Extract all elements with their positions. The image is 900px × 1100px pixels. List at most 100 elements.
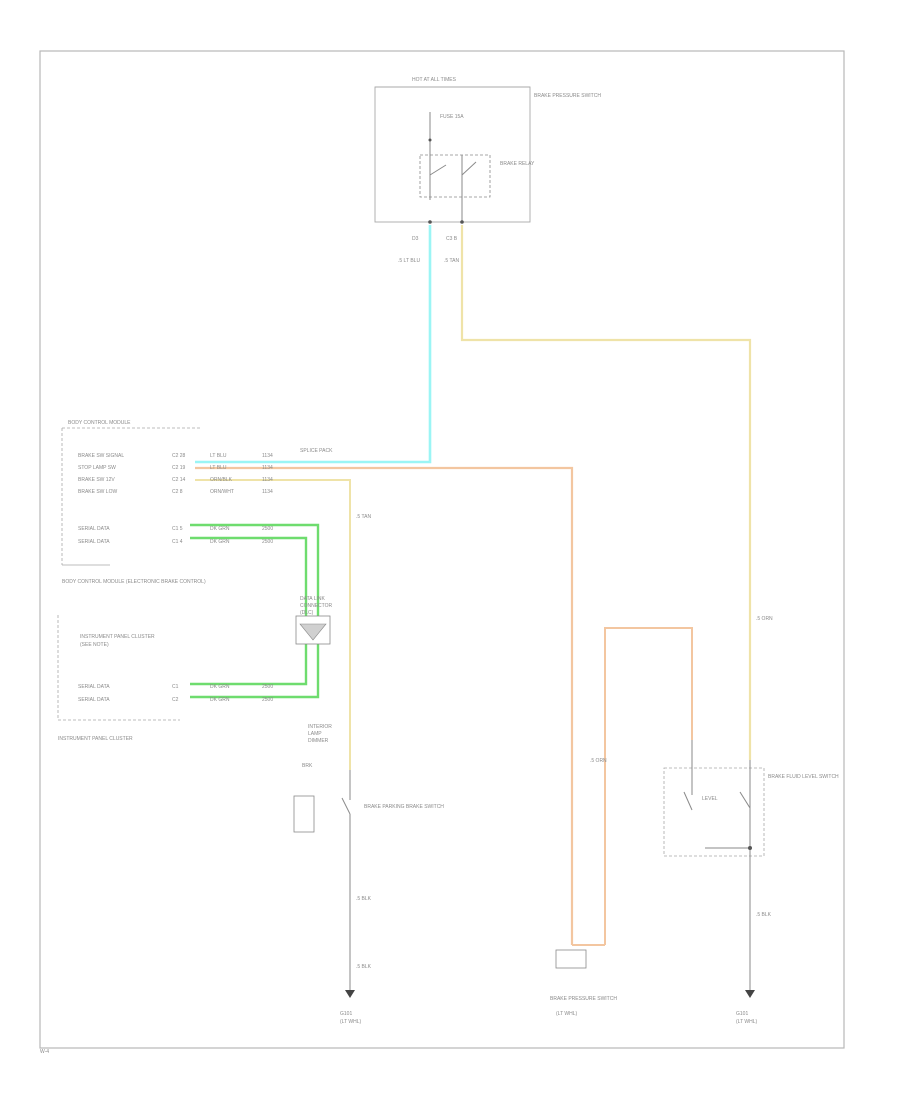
wire-tan [460, 225, 752, 760]
wire-org-right [604, 627, 693, 945]
svg-text:DK GRN: DK GRN [210, 526, 230, 532]
svg-text:DATA LINK: DATA LINK [300, 596, 325, 602]
ground-label-right: G101 (LT WHL) [736, 1011, 758, 1025]
wire-org-main [195, 466, 574, 945]
svg-text:DK GRN: DK GRN [210, 539, 230, 545]
svg-text:(LT WHL): (LT WHL) [556, 1011, 578, 1017]
bcm-bottom-label: BODY CONTROL MODULE (ELECTRONIC BRAKE CO… [62, 579, 206, 585]
svg-text:CONNECTOR: CONNECTOR [300, 603, 333, 609]
svg-text:2500: 2500 [262, 526, 273, 532]
footer-code: W-4 [40, 1049, 49, 1055]
ground-label-middle: (LT WHL) [556, 1011, 578, 1017]
wire-lt-blu [195, 225, 432, 464]
svg-text:LEVEL: LEVEL [702, 796, 718, 802]
svg-text:G101: G101 [736, 1011, 748, 1017]
bcm-row: BRAKE SW 12V C2 14 ORN/BLK 1134 [78, 477, 273, 483]
relay-fuse: FUSE 15A [440, 114, 464, 120]
svg-text:1134: 1134 [262, 453, 273, 459]
brake-fluid-level-switch: BRAKE FLUID LEVEL SWITCH LEVEL [663, 740, 839, 998]
body-control-module: BODY CONTROL MODULE BRAKE SW SIGNAL C2 2… [61, 420, 333, 585]
wire-grn-ipc-1 [190, 640, 308, 686]
relay-pin-right: C3 B [446, 236, 458, 242]
wire-label: .5 ORN [756, 616, 773, 622]
wire-label: .5 BLK [756, 912, 772, 918]
diagram-frame [39, 50, 845, 1049]
svg-text:(LT WHL): (LT WHL) [736, 1019, 758, 1025]
svg-text:1134: 1134 [262, 477, 273, 483]
ipc-title: INSTRUMENT PANEL CLUSTER [80, 634, 155, 640]
wire-label: .5 BLK [356, 896, 372, 902]
bcm-row: BRAKE SW SIGNAL C2 28 LT BLU 1134 [78, 453, 273, 459]
relay-box: HOT AT ALL TIMES BRAKE PRESSURE SWITCH F… [374, 77, 601, 264]
svg-text:2500: 2500 [262, 684, 273, 690]
svg-text:G101: G101 [340, 1011, 352, 1017]
relay-coil: BRAKE RELAY [500, 161, 535, 167]
svg-text:BRAKE PARKING BRAKE SWITCH: BRAKE PARKING BRAKE SWITCH [364, 804, 444, 810]
bcm-row: STOP LAMP SW C2 19 LT BLU 1134 [78, 465, 273, 471]
svg-text:SERIAL DATA: SERIAL DATA [78, 697, 110, 703]
svg-text:(LT WHL): (LT WHL) [340, 1019, 362, 1025]
wire-grn-bcm-1 [190, 523, 320, 620]
relay-pin-left: D3 [412, 236, 419, 242]
wire-label: .5 TAN [356, 514, 371, 520]
svg-text:C2 8: C2 8 [172, 489, 183, 495]
ground-right-icon [745, 990, 755, 998]
svg-text:ORN/WHT: ORN/WHT [210, 489, 234, 495]
svg-text:1134: 1134 [262, 465, 273, 471]
ipc-star: (SEE NOTE) [80, 642, 109, 648]
instrument-panel-cluster: INSTRUMENT PANEL CLUSTER (SEE NOTE) SERI… [57, 615, 273, 742]
svg-text:1134: 1134 [262, 489, 273, 495]
brake-pressure-switch: .5 ORN BRAKE PRESSURE SWITCH [550, 758, 617, 1002]
svg-text:DK GRN: DK GRN [210, 684, 230, 690]
svg-text:LT BLU: LT BLU [210, 453, 227, 459]
svg-text:SERIAL DATA: SERIAL DATA [78, 539, 110, 545]
bcm-data-row: SERIAL DATA C1 5 DK GRN 2500 [78, 526, 273, 532]
svg-text:C2 14: C2 14 [172, 477, 186, 483]
relay-wire-left: .5 LT BLU [398, 258, 420, 264]
svg-text:C2 28: C2 28 [172, 453, 186, 459]
wire-label: .5 BLK [356, 964, 372, 970]
bcm-row: BRAKE SW LOW C2 8 ORN/WHT 1134 [78, 489, 273, 495]
svg-text:BRK: BRK [302, 763, 313, 769]
svg-text:SERIAL DATA: SERIAL DATA [78, 526, 110, 532]
svg-text:C2: C2 [172, 697, 179, 703]
bcm-splice: SPLICE PACK [300, 448, 333, 454]
ipc-bottom-label: INSTRUMENT PANEL CLUSTER [58, 736, 133, 742]
relay-top-label: HOT AT ALL TIMES [412, 77, 457, 83]
wire-grn-bcm-2 [190, 536, 308, 620]
svg-text:BRAKE PRESSURE SWITCH: BRAKE PRESSURE SWITCH [550, 996, 617, 1002]
svg-text:C2 19: C2 19 [172, 465, 186, 471]
svg-text:SERIAL DATA: SERIAL DATA [78, 684, 110, 690]
data-link-connector: DATA LINK CONNECTOR (DLC) [295, 596, 333, 645]
wire-org-secondary [195, 479, 351, 770]
ground-g101-icon [345, 990, 355, 998]
svg-text:2500: 2500 [262, 539, 273, 545]
svg-text:STOP LAMP SW: STOP LAMP SW [78, 465, 116, 471]
relay-wire-right: .5 TAN [444, 258, 459, 264]
bcm-data-row: SERIAL DATA C1 4 DK GRN 2500 [78, 539, 273, 545]
relay-name: BRAKE PRESSURE SWITCH [534, 93, 601, 99]
svg-text:C1 4: C1 4 [172, 539, 183, 545]
ground-label-left: G101 (LT WHL) [340, 1011, 362, 1025]
svg-text:(DLC): (DLC) [300, 610, 314, 616]
svg-text:2500: 2500 [262, 697, 273, 703]
svg-text:DIMMER: DIMMER [308, 738, 329, 744]
svg-text:C1 5: C1 5 [172, 526, 183, 532]
svg-text:INTERIOR: INTERIOR [308, 724, 332, 730]
svg-text:LAMP: LAMP [308, 731, 322, 737]
svg-text:.5 ORN: .5 ORN [590, 758, 607, 764]
parking-brake-switch: INTERIOR LAMP DIMMER BRK BRAKE PARKING B… [293, 724, 444, 998]
svg-text:BRAKE SW 12V: BRAKE SW 12V [78, 477, 115, 483]
svg-text:LT BLU: LT BLU [210, 465, 227, 471]
svg-text:C1: C1 [172, 684, 179, 690]
svg-text:DK GRN: DK GRN [210, 697, 230, 703]
wire-grn-ipc-2 [190, 640, 320, 699]
svg-text:BRAKE FLUID LEVEL SWITCH: BRAKE FLUID LEVEL SWITCH [768, 774, 839, 780]
svg-text:BRAKE SW LOW: BRAKE SW LOW [78, 489, 117, 495]
ipc-data-row: SERIAL DATA C1 DK GRN 2500 [78, 684, 273, 690]
bcm-title: BODY CONTROL MODULE [68, 420, 131, 426]
svg-text:BRAKE SW SIGNAL: BRAKE SW SIGNAL [78, 453, 124, 459]
svg-text:ORN/BLK: ORN/BLK [210, 477, 233, 483]
ipc-data-row: SERIAL DATA C2 DK GRN 2500 [78, 697, 273, 703]
